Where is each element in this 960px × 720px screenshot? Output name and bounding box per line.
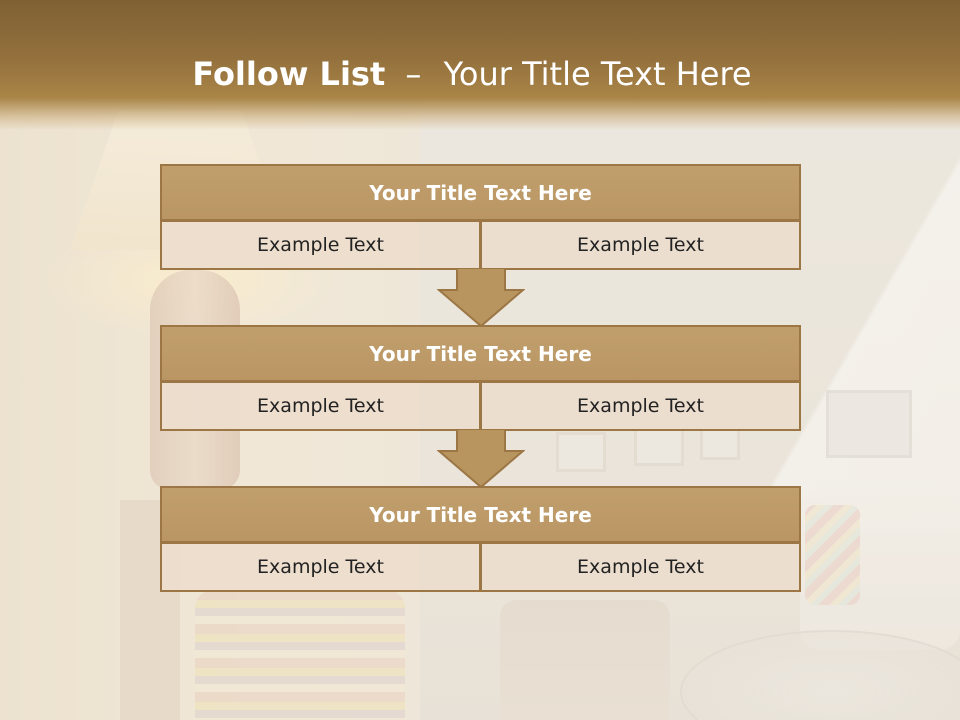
step-row: Example Text Example Text (160, 220, 801, 270)
down-arrow-icon (437, 268, 525, 328)
bg-pillow (805, 505, 860, 605)
step-heading: Your Title Text Here (160, 486, 801, 543)
step-cell-left: Example Text (160, 542, 481, 592)
step-cell-right: Example Text (481, 542, 801, 592)
step-block-2: Your Title Text Here Example Text Exampl… (160, 325, 801, 431)
bg-tv (826, 390, 912, 458)
step-cell-right: Example Text (481, 220, 801, 270)
step-block-1: Your Title Text Here Example Text Exampl… (160, 164, 801, 270)
step-row: Example Text Example Text (160, 542, 801, 592)
slide-title: Follow List – Your Title Text Here (0, 54, 944, 94)
bg-striped-chair (195, 590, 405, 720)
step-heading: Your Title Text Here (160, 325, 801, 382)
bg-chair (500, 600, 670, 720)
step-cell-left: Example Text (160, 220, 481, 270)
step-cell-right: Example Text (481, 381, 801, 431)
step-heading: Your Title Text Here (160, 164, 801, 221)
header-band: Follow List – Your Title Text Here (0, 0, 960, 130)
step-block-3: Your Title Text Here Example Text Exampl… (160, 486, 801, 592)
title-bold: Follow List (192, 55, 386, 93)
bg-picture-frame (556, 432, 606, 472)
down-arrow-icon (437, 429, 525, 489)
step-cell-left: Example Text (160, 381, 481, 431)
title-rest: Your Title Text Here (443, 55, 752, 93)
title-separator: – (405, 55, 422, 93)
step-row: Example Text Example Text (160, 381, 801, 431)
